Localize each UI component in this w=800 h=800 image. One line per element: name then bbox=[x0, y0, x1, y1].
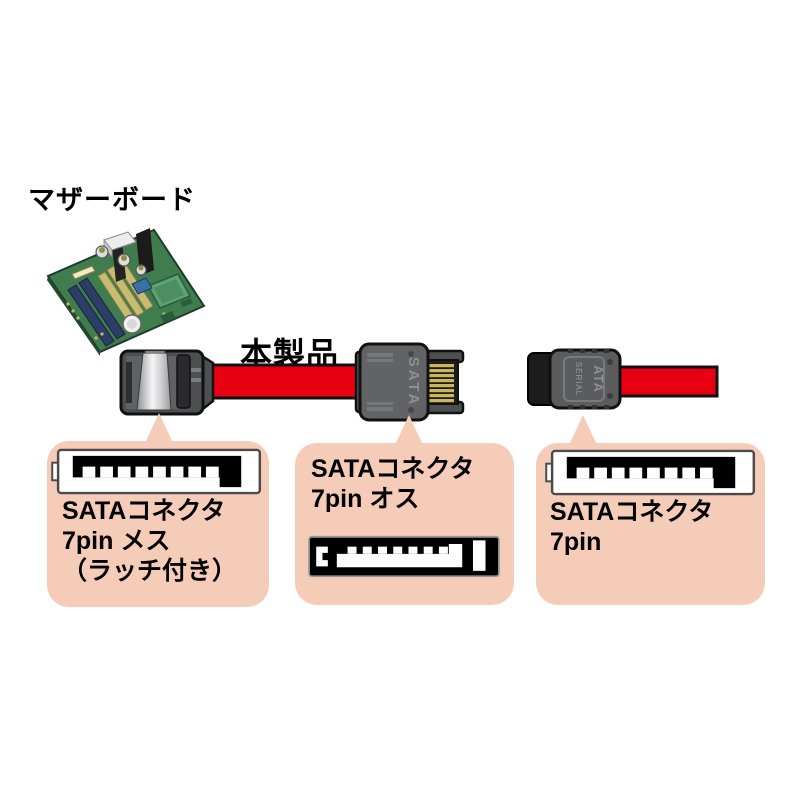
callout-pointer bbox=[145, 413, 173, 443]
ata-logo-text: ATA bbox=[591, 365, 606, 393]
device-side-connector-illustration: SERIAL ATA bbox=[527, 348, 719, 410]
callout-text-line: 7pin オス bbox=[311, 485, 420, 513]
red-cable bbox=[203, 363, 375, 400]
serial-logo-text: SERIAL bbox=[574, 362, 583, 396]
callout-text-line: （ラッチ付き） bbox=[62, 557, 238, 585]
callout-text-line: 7pin メス bbox=[62, 527, 171, 555]
metal-latch bbox=[136, 352, 172, 411]
callout-pointer bbox=[569, 415, 597, 445]
product-cable-illustration: SATA bbox=[119, 342, 465, 422]
callout-text-line: 7pin bbox=[550, 528, 602, 556]
callout-pointer bbox=[395, 415, 423, 445]
male-connector-illustration: SATA bbox=[354, 342, 465, 422]
callout-text-line: SATAコネクタ bbox=[550, 498, 714, 526]
sata-male-connector-diagram bbox=[308, 535, 500, 578]
sata-female-connector-diagram bbox=[51, 448, 262, 495]
callout-text-line: SATAコネクタ bbox=[62, 497, 226, 525]
callout-male: SATAコネクタ 7pin オス bbox=[295, 443, 514, 605]
callout-text-line: SATAコネクタ bbox=[311, 455, 475, 483]
callout-female-latch: SATAコネクタ 7pin メス （ラッチ付き） bbox=[47, 441, 269, 607]
motherboard-illustration bbox=[46, 228, 206, 356]
gold-pins bbox=[428, 364, 454, 403]
sata-female-connector-diagram bbox=[545, 449, 756, 496]
motherboard-label: マザーボード bbox=[28, 185, 196, 215]
red-cable-stub bbox=[610, 365, 719, 398]
callout-female-device-side: SATAコネクタ 7pin bbox=[536, 443, 765, 605]
female-latch-connector-illustration bbox=[119, 349, 215, 416]
sata-logo-text: SATA bbox=[405, 357, 422, 408]
